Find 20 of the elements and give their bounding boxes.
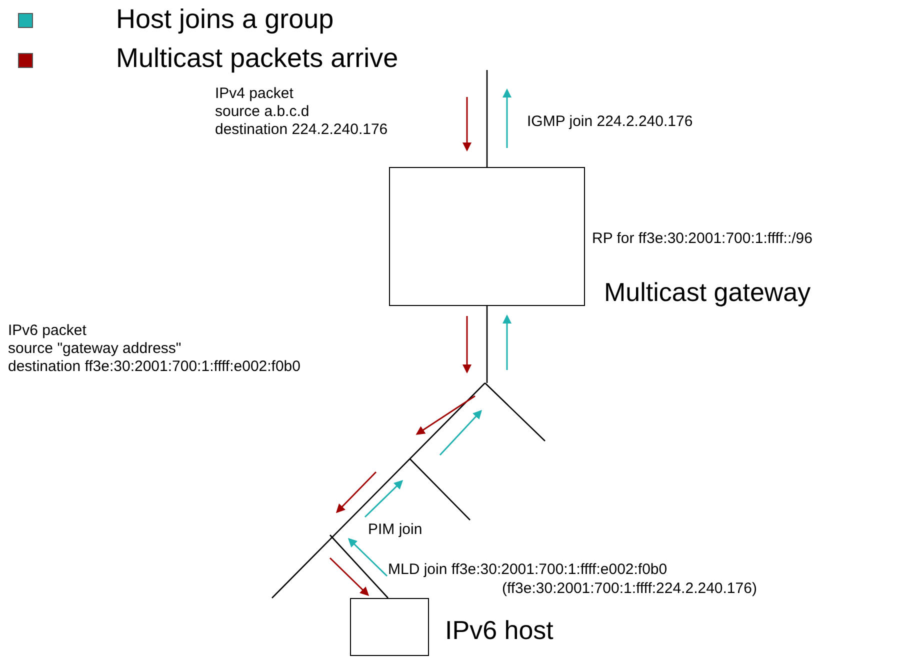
node-caption: RP for ff3e:30:2001:700:1:ffff::/96	[592, 230, 812, 248]
annotation-text: MLD join ff3e:30:2001:700:1:ffff:e002:f0b0	[388, 561, 668, 578]
network-line	[486, 306, 488, 383]
network-line	[486, 70, 488, 167]
annotation-text: (ff3e:30:2001:700:1:ffff:224.2.240.176)	[502, 580, 757, 598]
legend-text: Multicast packets arrive	[116, 43, 398, 74]
annotation-text: destination 224.2.240.176	[215, 121, 388, 138]
annotation-text: source a.b.c.d	[215, 103, 310, 120]
device-name: IPv6 host	[445, 616, 554, 646]
annotation-text: PIM join	[368, 521, 422, 538]
host-box	[350, 598, 429, 656]
annotation-text: destination ff3e:30:2001:700:1:ffff:e002:f0b0	[8, 358, 300, 376]
annotation-text: source "gateway address"	[8, 340, 182, 358]
device-name: Multicast gateway	[604, 278, 811, 308]
gateway-box	[389, 167, 585, 306]
legend-text: Host joins a group	[116, 4, 334, 36]
network-line	[330, 534, 388, 598]
annotation-text: IPv4 packet	[215, 85, 294, 102]
annotation-text: IGMP join 224.2.240.176	[527, 113, 693, 130]
annotation-text: IPv6 packet	[8, 322, 86, 340]
